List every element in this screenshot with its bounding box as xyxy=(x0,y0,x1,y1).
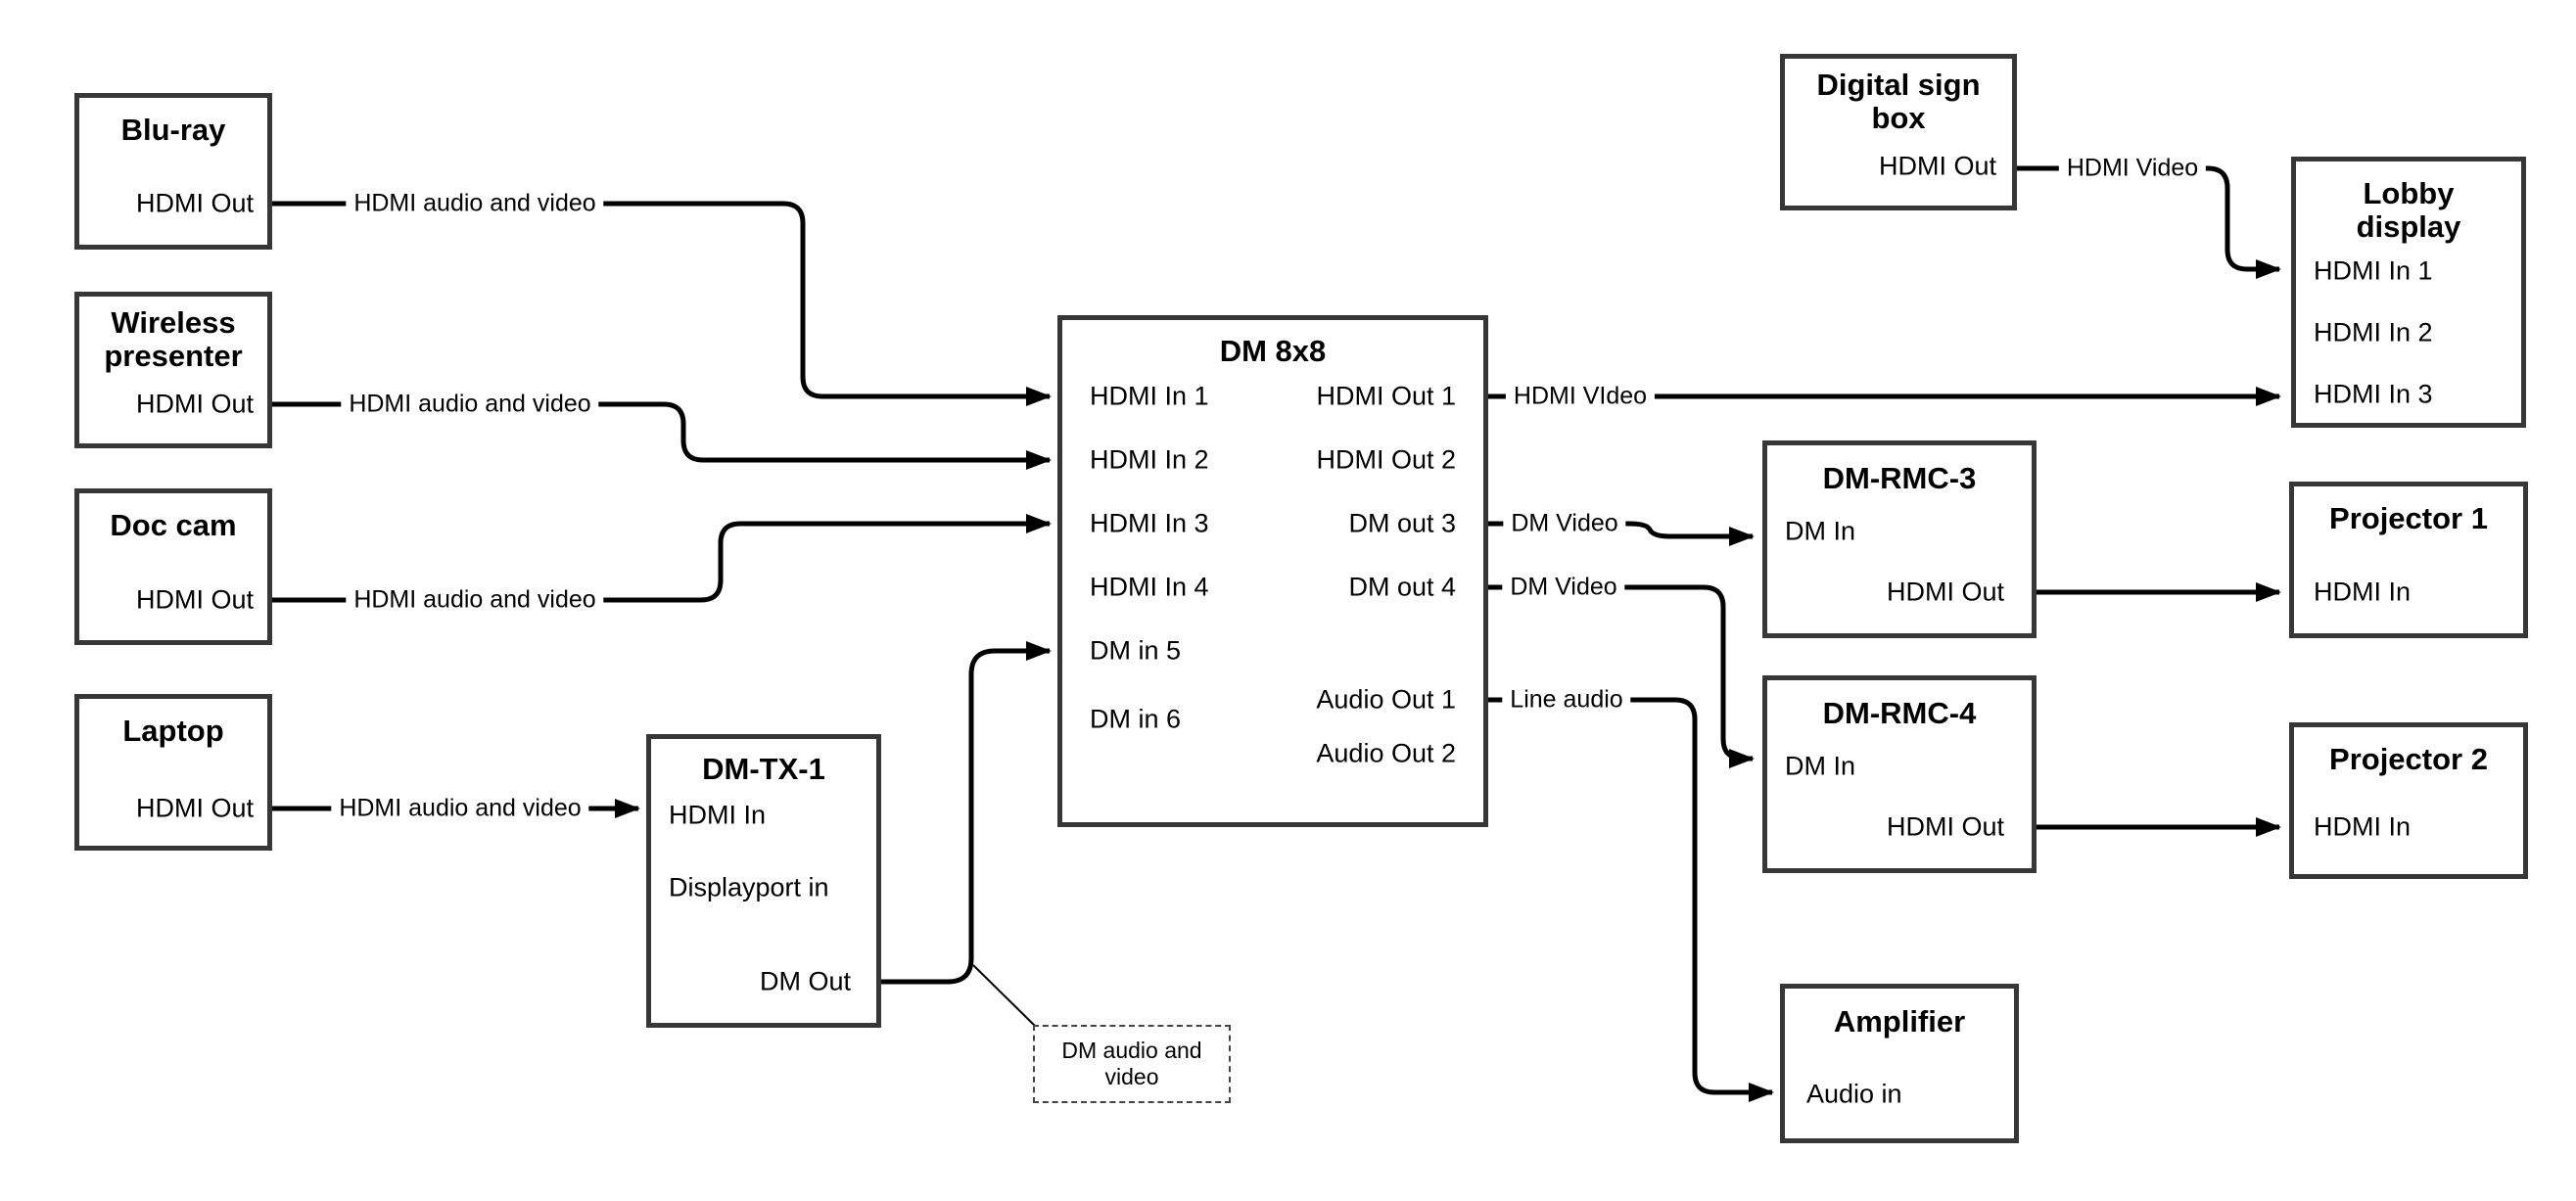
edge-bluray-to-dm8x8-in1 xyxy=(272,201,1052,406)
node-dm-8x8: DM 8x8 HDMI In 1 HDMI In 2 HDMI In 3 HDM… xyxy=(1057,315,1488,827)
port-dm8x8-hdmi-out-1: HDMI Out 1 xyxy=(1316,381,1456,411)
edge-dm8x8-audio1-to-amplifier xyxy=(1488,697,1774,1102)
node-doc-cam: Doc cam HDMI Out xyxy=(74,488,272,645)
edge-label-doccam: HDMI audio and video xyxy=(346,584,604,616)
node-projector-1-title: Projector 1 xyxy=(2329,501,2488,535)
edge-dm8x8-out4-to-rmc4 xyxy=(1488,584,1755,768)
port-wireless-hdmi-out: HDMI Out xyxy=(135,389,254,419)
edge-label-dm-video-4: DM Video xyxy=(1502,572,1625,603)
node-projector-2-title: Projector 2 xyxy=(2329,742,2488,776)
node-doc-cam-title: Doc cam xyxy=(110,508,237,542)
port-projector-1-hdmi-in: HDMI In xyxy=(2314,577,2412,607)
annotation-callout-line xyxy=(972,964,1036,1027)
annotation-line-1: DM audio and xyxy=(1061,1038,1202,1063)
node-dm-rmc-4-title: DM-RMC-4 xyxy=(1822,696,1977,730)
port-dm8x8-audio-out-1: Audio Out 1 xyxy=(1316,684,1456,715)
node-dm-tx-1: DM-TX-1 HDMI In Displayport in DM Out xyxy=(646,734,881,1028)
port-dm8x8-dm-out-3: DM out 3 xyxy=(1348,508,1456,538)
port-dm-tx-1-hdmi-in: HDMI In xyxy=(669,800,767,830)
node-wireless-presenter-title: Wireless presenter xyxy=(104,305,243,373)
port-laptop-hdmi-out: HDMI Out xyxy=(135,793,254,823)
node-amplifier-title: Amplifier xyxy=(1833,1004,1966,1039)
port-dm8x8-hdmi-in-1: HDMI In 1 xyxy=(1090,381,1209,411)
port-dm-rmc-3-hdmi-out: HDMI Out xyxy=(1886,577,2004,607)
node-dm-tx-1-title: DM-TX-1 xyxy=(702,752,825,786)
node-lobby-display: Lobby display HDMI In 1 HDMI In 2 HDMI I… xyxy=(2291,157,2526,428)
port-projector-2-hdmi-in: HDMI In xyxy=(2314,811,2412,842)
port-dm8x8-hdmi-in-4: HDMI In 4 xyxy=(1090,572,1209,602)
node-digital-sign-title: Digital sign box xyxy=(1816,68,1981,135)
node-blu-ray: Blu-ray HDMI Out xyxy=(74,93,272,250)
port-blu-ray-hdmi-out: HDMI Out xyxy=(135,188,254,218)
port-dm-rmc-3-dm-in: DM In xyxy=(1785,516,1856,546)
node-dm-rmc-3: DM-RMC-3 DM In HDMI Out xyxy=(1762,440,2037,638)
edge-label-hdmi-video-sign: HDMI Video xyxy=(2058,153,2207,184)
edge-label-line-audio: Line audio xyxy=(1502,684,1631,716)
node-dm-8x8-title: DM 8x8 xyxy=(1219,334,1327,368)
node-blu-ray-title: Blu-ray xyxy=(120,113,226,147)
port-dm-tx-1-displayport-in: Displayport in xyxy=(669,872,829,902)
node-amplifier: Amplifier Audio in xyxy=(1780,984,2019,1143)
port-dm-rmc-4-dm-in: DM In xyxy=(1785,751,1856,781)
edge-label-wireless: HDMI audio and video xyxy=(341,389,599,420)
node-projector-1: Projector 1 HDMI In xyxy=(2289,482,2528,638)
port-doc-cam-hdmi-out: HDMI Out xyxy=(135,584,254,615)
edge-label-hdmi-video-out1: HDMI VIdeo xyxy=(1505,381,1656,412)
node-wireless-presenter: Wireless presenter HDMI Out xyxy=(74,292,272,448)
edge-label-bluray: HDMI audio and video xyxy=(346,188,604,219)
annotation-dm-audio-video: DM audio and video xyxy=(1033,1025,1231,1103)
node-lobby-display-title: Lobby display xyxy=(2356,176,2461,244)
port-dm8x8-hdmi-out-2: HDMI Out 2 xyxy=(1316,444,1456,475)
node-dm-rmc-3-title: DM-RMC-3 xyxy=(1822,461,1977,495)
port-lobby-hdmi-in-1: HDMI In 1 xyxy=(2314,255,2433,286)
port-dm8x8-hdmi-in-2: HDMI In 2 xyxy=(1090,444,1209,475)
node-laptop-title: Laptop xyxy=(122,714,224,748)
annotation-line-2: video xyxy=(1104,1064,1159,1089)
port-lobby-hdmi-in-2: HDMI In 2 xyxy=(2314,317,2433,347)
node-digital-sign-box: Digital sign box HDMI Out xyxy=(1780,54,2017,210)
port-amplifier-audio-in: Audio in xyxy=(1806,1079,1902,1109)
port-dm8x8-hdmi-in-3: HDMI In 3 xyxy=(1090,508,1209,538)
port-lobby-hdmi-in-3: HDMI In 3 xyxy=(2314,379,2433,409)
port-dm8x8-dm-in-6: DM in 6 xyxy=(1090,704,1182,734)
node-laptop: Laptop HDMI Out xyxy=(74,694,272,851)
port-dm-tx-1-dm-out: DM Out xyxy=(759,966,851,996)
node-dm-rmc-4: DM-RMC-4 DM In HDMI Out xyxy=(1762,675,2037,873)
node-projector-2: Projector 2 HDMI In xyxy=(2289,722,2528,879)
edge-label-laptop: HDMI audio and video xyxy=(331,793,589,824)
port-dm8x8-audio-out-2: Audio Out 2 xyxy=(1316,738,1456,768)
edge-dmtx1-to-dm8x8-in5 xyxy=(881,641,1052,985)
port-dm8x8-dm-in-5: DM in 5 xyxy=(1090,635,1182,666)
port-dm8x8-dm-out-4: DM out 4 xyxy=(1348,572,1456,602)
port-dm-rmc-4-hdmi-out: HDMI Out xyxy=(1886,811,2004,842)
port-digital-sign-hdmi-out: HDMI Out xyxy=(1878,151,1996,181)
edge-label-dm-video-3: DM Video xyxy=(1503,508,1626,539)
